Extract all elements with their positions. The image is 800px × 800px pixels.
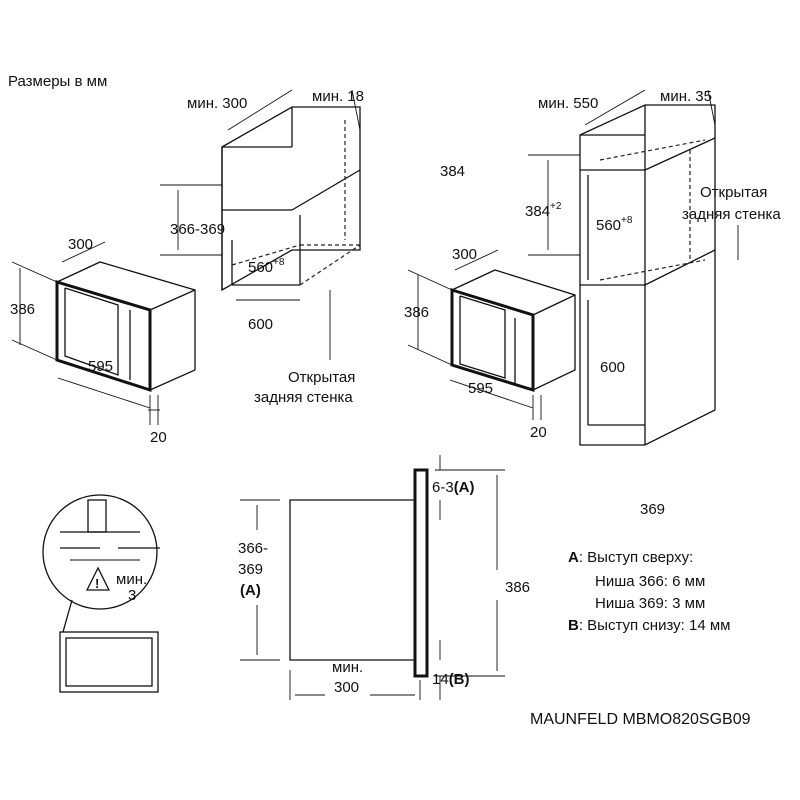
tall-niche-height: 384+2 bbox=[525, 201, 562, 220]
model-name: MAUNFELD MBMO820SGB09 bbox=[530, 711, 751, 728]
wall-open-back-line2: задняя стенка bbox=[254, 389, 353, 406]
wall-cabinet-depth: 600 bbox=[248, 316, 273, 333]
legend-b: B: Выступ снизу: 14 мм bbox=[568, 617, 730, 634]
detail-min-value: 3 bbox=[128, 587, 136, 604]
left-appliance-height: 386 bbox=[10, 301, 35, 318]
right-appliance-width: 595 bbox=[468, 380, 493, 397]
wall-cabinet-drawing bbox=[160, 89, 361, 360]
wall-min-depth: мин. 300 bbox=[187, 95, 247, 112]
right-appliance-depth: 300 bbox=[452, 246, 477, 263]
appliance-right-drawing bbox=[407, 249, 576, 420]
side-top-offset: 6-3(A) bbox=[432, 479, 475, 496]
appliance-left-drawing bbox=[11, 241, 196, 425]
side-niche-height-ref: (A) bbox=[240, 582, 261, 599]
tall-cabinet-drawing bbox=[528, 89, 739, 446]
wall-niche-height: 366-369 bbox=[170, 221, 225, 238]
left-appliance-depth: 300 bbox=[68, 236, 93, 253]
wall-open-back-line1: Открытая bbox=[288, 369, 355, 386]
warning-triangle-icon: ! bbox=[85, 566, 111, 591]
tall-open-back-line1: Открытая bbox=[700, 184, 767, 201]
side-niche-height-line2: 369 bbox=[238, 561, 263, 578]
tall-open-back-line2: задняя стенка bbox=[682, 206, 781, 223]
right-appliance-height: 386 bbox=[404, 304, 429, 321]
detail-magnifier bbox=[42, 494, 160, 693]
side-min-depth-line2: 300 bbox=[334, 679, 359, 696]
legend-a: A: Выступ сверху: bbox=[568, 549, 693, 566]
detail-min-label: мин. bbox=[116, 571, 147, 588]
side-floating-label: 369 bbox=[640, 501, 665, 518]
left-appliance-front: 20 bbox=[150, 429, 167, 446]
tall-niche-width: 560+8 bbox=[596, 215, 633, 234]
wall-min-side: мин. 18 bbox=[312, 88, 364, 105]
legend-a-line2: Ниша 369: 3 мм bbox=[595, 595, 705, 612]
legend-a-line1: Ниша 366: 6 мм bbox=[595, 573, 705, 590]
tall-floating-label: 384 bbox=[440, 163, 465, 180]
side-min-depth-line1: мин. bbox=[332, 659, 363, 676]
tall-min-depth: мин. 550 bbox=[538, 95, 598, 112]
side-niche-height-line1: 366- bbox=[238, 540, 268, 557]
side-total-height: 386 bbox=[505, 579, 530, 596]
diagram-title: Размеры в мм bbox=[8, 73, 107, 90]
side-bottom-offset: 14(B) bbox=[432, 671, 470, 688]
left-appliance-width: 595 bbox=[88, 358, 113, 375]
tall-min-side: мин. 35 bbox=[660, 88, 712, 105]
wall-niche-width: 560+8 bbox=[248, 257, 285, 276]
tall-cabinet-depth: 600 bbox=[600, 359, 625, 376]
right-appliance-front: 20 bbox=[530, 424, 547, 441]
side-view-drawing bbox=[240, 455, 505, 700]
svg-text:!: ! bbox=[95, 576, 99, 591]
